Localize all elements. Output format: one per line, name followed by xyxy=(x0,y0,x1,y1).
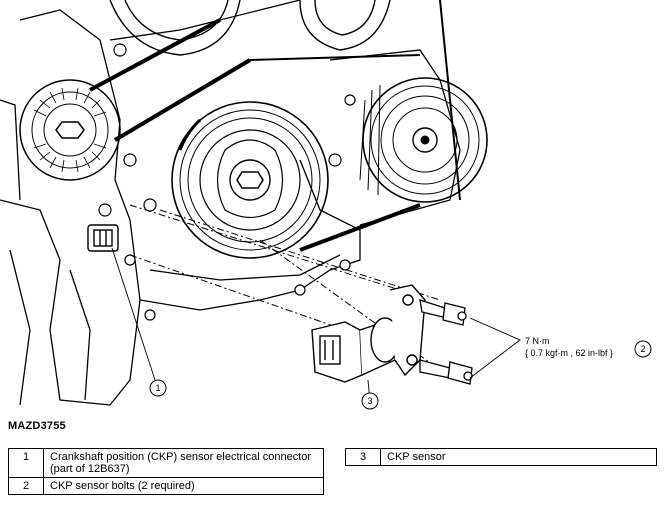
legend-description: CKP sensor xyxy=(380,448,657,466)
figure-id: MAZD3755 xyxy=(8,420,66,432)
legend-table-right: 3 CKP sensor xyxy=(345,448,657,466)
legend-number: 3 xyxy=(345,448,381,466)
idler-pulley xyxy=(19,79,121,181)
compressor-pulley xyxy=(359,77,488,203)
legend-description: Crankshaft position (CKP) sensor electri… xyxy=(43,448,324,478)
legend-row: 3 CKP sensor xyxy=(345,448,657,466)
crankshaft-pulley xyxy=(171,101,329,259)
svg-text:3: 3 xyxy=(367,396,372,406)
engine-illustration: 1 3 2 7 N·m { 0.7 kgf·m , 62 in-lbf } xyxy=(0,0,652,410)
torque-spec-nm: 7 N·m xyxy=(525,336,550,346)
legend-row: 1 Crankshaft position (CKP) sensor elect… xyxy=(8,448,324,478)
ckp-sensor-bolts xyxy=(419,299,473,385)
ckp-sensor xyxy=(311,284,426,383)
ckp-connector xyxy=(87,224,119,252)
legend-table-left: 1 Crankshaft position (CKP) sensor elect… xyxy=(8,448,324,495)
callout-3: 3 xyxy=(361,392,379,410)
torque-spec-alt: { 0.7 kgf·m , 62 in-lbf } xyxy=(525,348,613,358)
drive-belt xyxy=(89,0,461,252)
legend-number: 1 xyxy=(8,448,44,478)
svg-text:2: 2 xyxy=(640,344,645,354)
svg-text:1: 1 xyxy=(155,383,160,393)
upper-pulleys xyxy=(109,0,391,56)
legend-row: 2 CKP sensor bolts (2 required) xyxy=(8,477,324,495)
callout-1: 1 xyxy=(149,379,167,397)
legend-description: CKP sensor bolts (2 required) xyxy=(43,477,324,495)
legend-number: 2 xyxy=(8,477,44,495)
torque-spec: 7 N·m { 0.7 kgf·m , 62 in-lbf } xyxy=(525,336,613,358)
callout-2: 2 xyxy=(634,340,652,358)
